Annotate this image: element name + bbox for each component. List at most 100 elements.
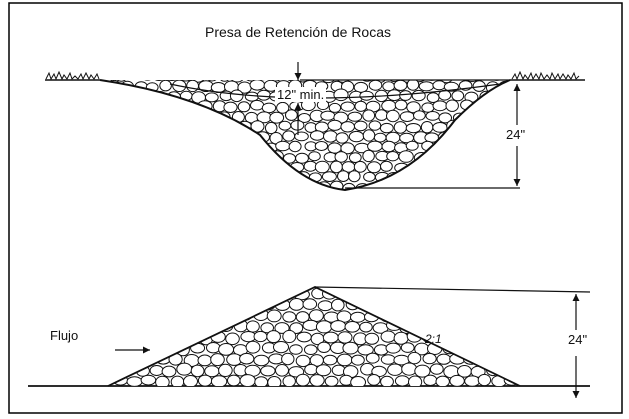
rock-stone <box>121 139 136 153</box>
rock-stone <box>300 287 317 288</box>
rock-stone <box>204 92 219 103</box>
rock-stone <box>250 120 265 133</box>
rock-stone <box>218 132 234 144</box>
rock-stone <box>253 330 268 343</box>
rock-stone <box>100 121 109 134</box>
rock-stone <box>255 152 270 165</box>
rock-stone <box>139 110 153 122</box>
rock-stone <box>102 131 116 143</box>
rock-stone <box>114 90 130 103</box>
rock-stone <box>229 132 245 142</box>
rock-stone <box>453 172 468 185</box>
rock-stone <box>198 288 214 301</box>
rock-stone <box>101 172 118 183</box>
rock-stone <box>210 180 226 190</box>
rock-stone <box>503 110 510 123</box>
rock-stone <box>226 180 240 190</box>
rock-stone <box>147 121 162 133</box>
rock-stone <box>273 341 289 354</box>
rock-stone <box>264 182 279 190</box>
rock-stone <box>322 331 339 344</box>
rock-stone <box>100 90 102 104</box>
rock-stone <box>316 287 331 289</box>
rock-stone <box>399 90 412 101</box>
rock-stone <box>485 320 501 334</box>
rock-stone <box>424 151 440 163</box>
rock-stone <box>210 375 228 386</box>
rock-stone <box>185 139 201 152</box>
rock-stone <box>210 353 225 367</box>
rock-stone <box>426 171 441 184</box>
rock-stone <box>327 119 343 131</box>
rock-stone <box>358 287 374 288</box>
rock-stone <box>281 352 295 366</box>
rock-stone <box>198 309 214 323</box>
rock-stone <box>179 170 193 182</box>
rock-stone <box>401 362 418 376</box>
rock-stone <box>149 321 164 333</box>
rock-stone <box>149 365 164 376</box>
rock-stone <box>484 121 498 132</box>
rock-stone <box>368 182 382 190</box>
rock-stone <box>413 110 426 121</box>
rock-stone <box>317 300 333 312</box>
rock-stone <box>156 308 171 322</box>
rock-stone <box>504 332 520 345</box>
rock-stone <box>419 160 433 172</box>
rock-stone <box>357 297 374 310</box>
rock-stone <box>399 111 415 122</box>
rock-stone <box>308 151 321 162</box>
rock-stone <box>420 181 434 190</box>
rock-stone <box>483 287 499 288</box>
height-label-bottom: 24" <box>566 332 590 347</box>
rock-stone <box>433 141 448 154</box>
rock-stone <box>191 151 208 164</box>
rock-stone <box>152 171 166 182</box>
rock-stone <box>375 109 388 121</box>
rock-stone <box>400 170 416 183</box>
rock-stone <box>113 151 129 164</box>
rock-stone <box>320 80 336 84</box>
rock-stone <box>386 151 400 162</box>
rock-stone <box>177 287 192 288</box>
rock-stone <box>359 90 374 101</box>
rock-stone <box>406 101 421 114</box>
rock-stone <box>406 80 420 91</box>
rock-stone <box>331 298 345 312</box>
rock-stone <box>412 171 427 182</box>
rock-stone <box>405 123 422 134</box>
rock-stone <box>281 171 296 182</box>
rock-stone <box>147 100 161 112</box>
rock-stone <box>295 152 309 164</box>
rock-stone <box>186 121 202 133</box>
rock-stone <box>497 161 510 172</box>
rock-stone <box>367 374 381 386</box>
rock-stone <box>93 298 108 310</box>
rock-stone <box>451 289 466 301</box>
rock-stone <box>126 90 140 103</box>
rock-stone <box>154 131 168 144</box>
rock-stone <box>233 287 249 290</box>
rock-stone <box>175 298 190 312</box>
rock-stone <box>126 310 142 322</box>
rock-stone <box>302 298 318 310</box>
rock-stone <box>359 80 375 82</box>
rock-stone <box>353 160 367 173</box>
rock-stone <box>435 288 450 299</box>
rock-stone <box>490 80 504 81</box>
rock-stone <box>196 141 212 152</box>
grass-right <box>511 70 580 81</box>
rock-stone <box>191 320 206 334</box>
rock-stone <box>424 80 440 81</box>
rock-stone <box>469 320 486 334</box>
rock-stone <box>475 151 492 162</box>
rock-stone <box>224 161 240 173</box>
rock-stone <box>165 151 179 162</box>
profile-view <box>28 286 591 398</box>
rock-stone <box>256 89 271 101</box>
rock-stone <box>112 131 128 142</box>
rock-stone <box>362 149 375 163</box>
rock-stone <box>237 182 252 190</box>
rock-stone <box>380 330 396 343</box>
rock-stone <box>227 374 241 386</box>
